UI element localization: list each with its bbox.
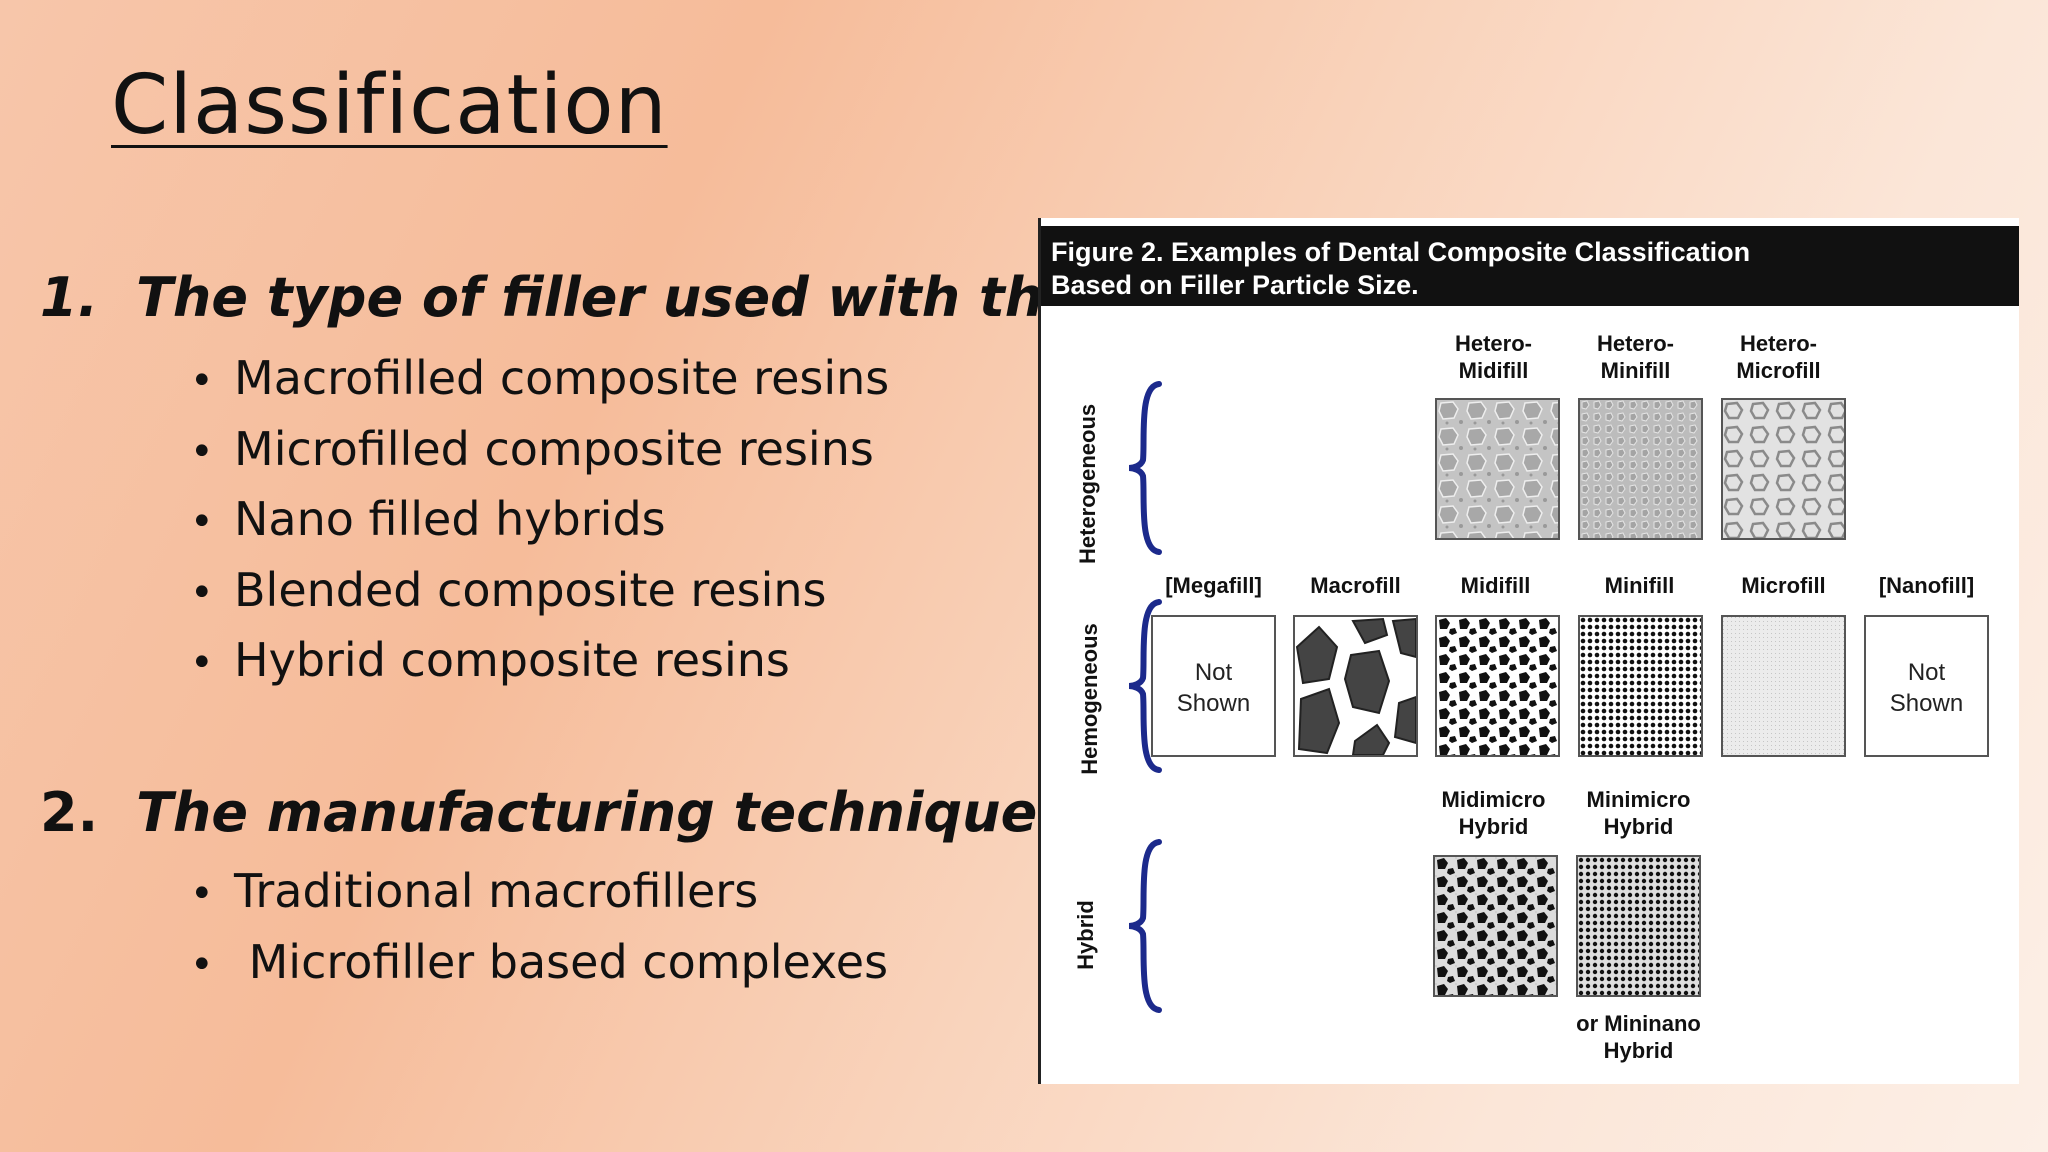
col-label-line: Hetero- — [1454, 331, 1532, 356]
section-2-heading: 2. The manufacturing technique — [40, 781, 1037, 844]
section-1-number: 1. — [40, 266, 99, 329]
list-item: • Nano filled hybrids — [190, 484, 889, 555]
not-shown-line: Not — [1194, 659, 1233, 686]
bullet-icon: • — [190, 428, 214, 475]
col-label-line: Hetero- — [1596, 331, 1674, 356]
swatch-hetero-minifill — [1578, 398, 1703, 540]
col-label-line: Hetero- — [1739, 331, 1817, 356]
minifill-pattern-icon — [1580, 617, 1701, 755]
figure-caption-line-1: Figure 2. Examples of Dental Composite C… — [1051, 237, 1751, 267]
minimicro-hybrid-pattern-icon — [1578, 857, 1699, 995]
brace-homogeneous-icon — [1128, 599, 1162, 773]
footnote-line: or Mininano — [1576, 1011, 1701, 1036]
col-label-line: Hybrid — [1603, 814, 1674, 839]
section-1-list: • Macrofilled composite resins • Microfill… — [190, 343, 889, 696]
section-2-title: The manufacturing technique — [136, 781, 1038, 844]
bullet-icon: • — [190, 499, 214, 545]
bullet-icon: • — [190, 569, 214, 616]
row-label-hybrid: Hybrid — [1073, 900, 1098, 970]
not-shown-line: Not — [1907, 659, 1946, 686]
hetero-microfill-pattern-icon — [1723, 400, 1844, 538]
row-label-heterogeneous: Heterogeneous — [1075, 403, 1100, 564]
swatch-minifill — [1578, 615, 1703, 757]
col-label-hetero-microfill: Hetero-Microfill — [1716, 330, 1841, 384]
swatch-midifill — [1435, 615, 1560, 757]
row-label-homogeneous: Hemogeneous — [1077, 623, 1102, 775]
swatch-microfill — [1721, 615, 1846, 757]
list-item: • Hybrid composite resins — [190, 625, 889, 696]
brace-hybrid-icon — [1128, 839, 1162, 1013]
list-item-text: Microfilled composite resins — [234, 421, 874, 476]
list-item: • Microfiller based complexes — [190, 927, 888, 998]
list-item-text: Blended composite resins — [234, 562, 827, 617]
col-label-hetero-minifill: Hetero-Minifill — [1573, 330, 1698, 384]
col-label-microfill: Microfill — [1741, 573, 1826, 598]
col-label-line: Hybrid — [1458, 814, 1529, 839]
list-item: • Traditional macrofillers — [190, 856, 888, 927]
microfill-pattern-icon — [1723, 617, 1844, 755]
section-2-list: • Traditional macrofillers • Microfiller … — [190, 856, 888, 997]
footnote-line: Hybrid — [1603, 1038, 1674, 1063]
section-1-heading: 1. The type of filler used with them — [40, 266, 1136, 329]
swatch-midimicro-hybrid — [1433, 855, 1558, 997]
midimicro-hybrid-pattern-icon — [1435, 857, 1556, 995]
col-label-midifill: Midifill — [1460, 573, 1531, 598]
col-label-minifill: Minifill — [1604, 573, 1675, 598]
figure-caption-line-2: Based on Filler Particle Size. — [1051, 270, 1419, 300]
midifill-pattern-icon — [1437, 617, 1558, 755]
classification-figure: Figure 2. Examples of Dental Composite C… — [1038, 218, 2019, 1084]
list-item: • Macrofilled composite resins — [190, 343, 889, 414]
col-label-line: Midifill — [1458, 358, 1529, 383]
list-item-text: Macrofilled composite resins — [234, 351, 890, 405]
col-label-line: Midimicro — [1441, 787, 1546, 812]
figure-caption: Figure 2. Examples of Dental Composite C… — [1041, 226, 2019, 306]
list-item-text: Hybrid composite resins — [234, 633, 790, 687]
not-shown-line: Shown — [1889, 690, 1964, 717]
slide-title: Classification — [111, 58, 668, 153]
bullet-icon: • — [190, 941, 214, 988]
col-label-line: Minimicro — [1586, 787, 1691, 812]
swatch-hetero-midifill — [1435, 398, 1560, 540]
col-label-nanofill: [Nanofill] — [1878, 573, 1975, 598]
swatch-macrofill — [1293, 615, 1418, 757]
list-item: • Microfilled composite resins — [190, 414, 889, 485]
brace-heterogeneous-icon — [1128, 381, 1162, 555]
list-item-text: Microfiller based complexes — [234, 934, 889, 989]
bullet-icon: • — [190, 871, 214, 917]
swatch-hetero-microfill — [1721, 398, 1846, 540]
list-item-text: Traditional macrofillers — [234, 864, 759, 918]
col-label-line: Minifill — [1600, 358, 1671, 383]
list-item-text: Nano filled hybrids — [234, 492, 666, 546]
macrofill-pattern-icon — [1295, 617, 1416, 755]
col-label-macrofill: Macrofill — [1310, 573, 1401, 598]
bullet-icon: • — [190, 358, 214, 404]
list-item: • Blended composite resins — [190, 555, 889, 626]
not-shown-line: Shown — [1176, 690, 1251, 717]
swatch-minimicro-hybrid — [1576, 855, 1701, 997]
bullet-icon: • — [190, 640, 214, 686]
section-2-number: 2. — [40, 781, 99, 844]
col-label-megafill: [Megafill] — [1165, 573, 1262, 598]
col-label-line: Microfill — [1736, 358, 1821, 383]
hetero-minifill-pattern-icon — [1580, 400, 1701, 538]
col-label-hetero-midifill: Hetero-Midifill — [1431, 330, 1556, 384]
hetero-midifill-pattern-icon — [1437, 400, 1558, 538]
section-1-title: The type of filler used with them — [136, 266, 1137, 329]
